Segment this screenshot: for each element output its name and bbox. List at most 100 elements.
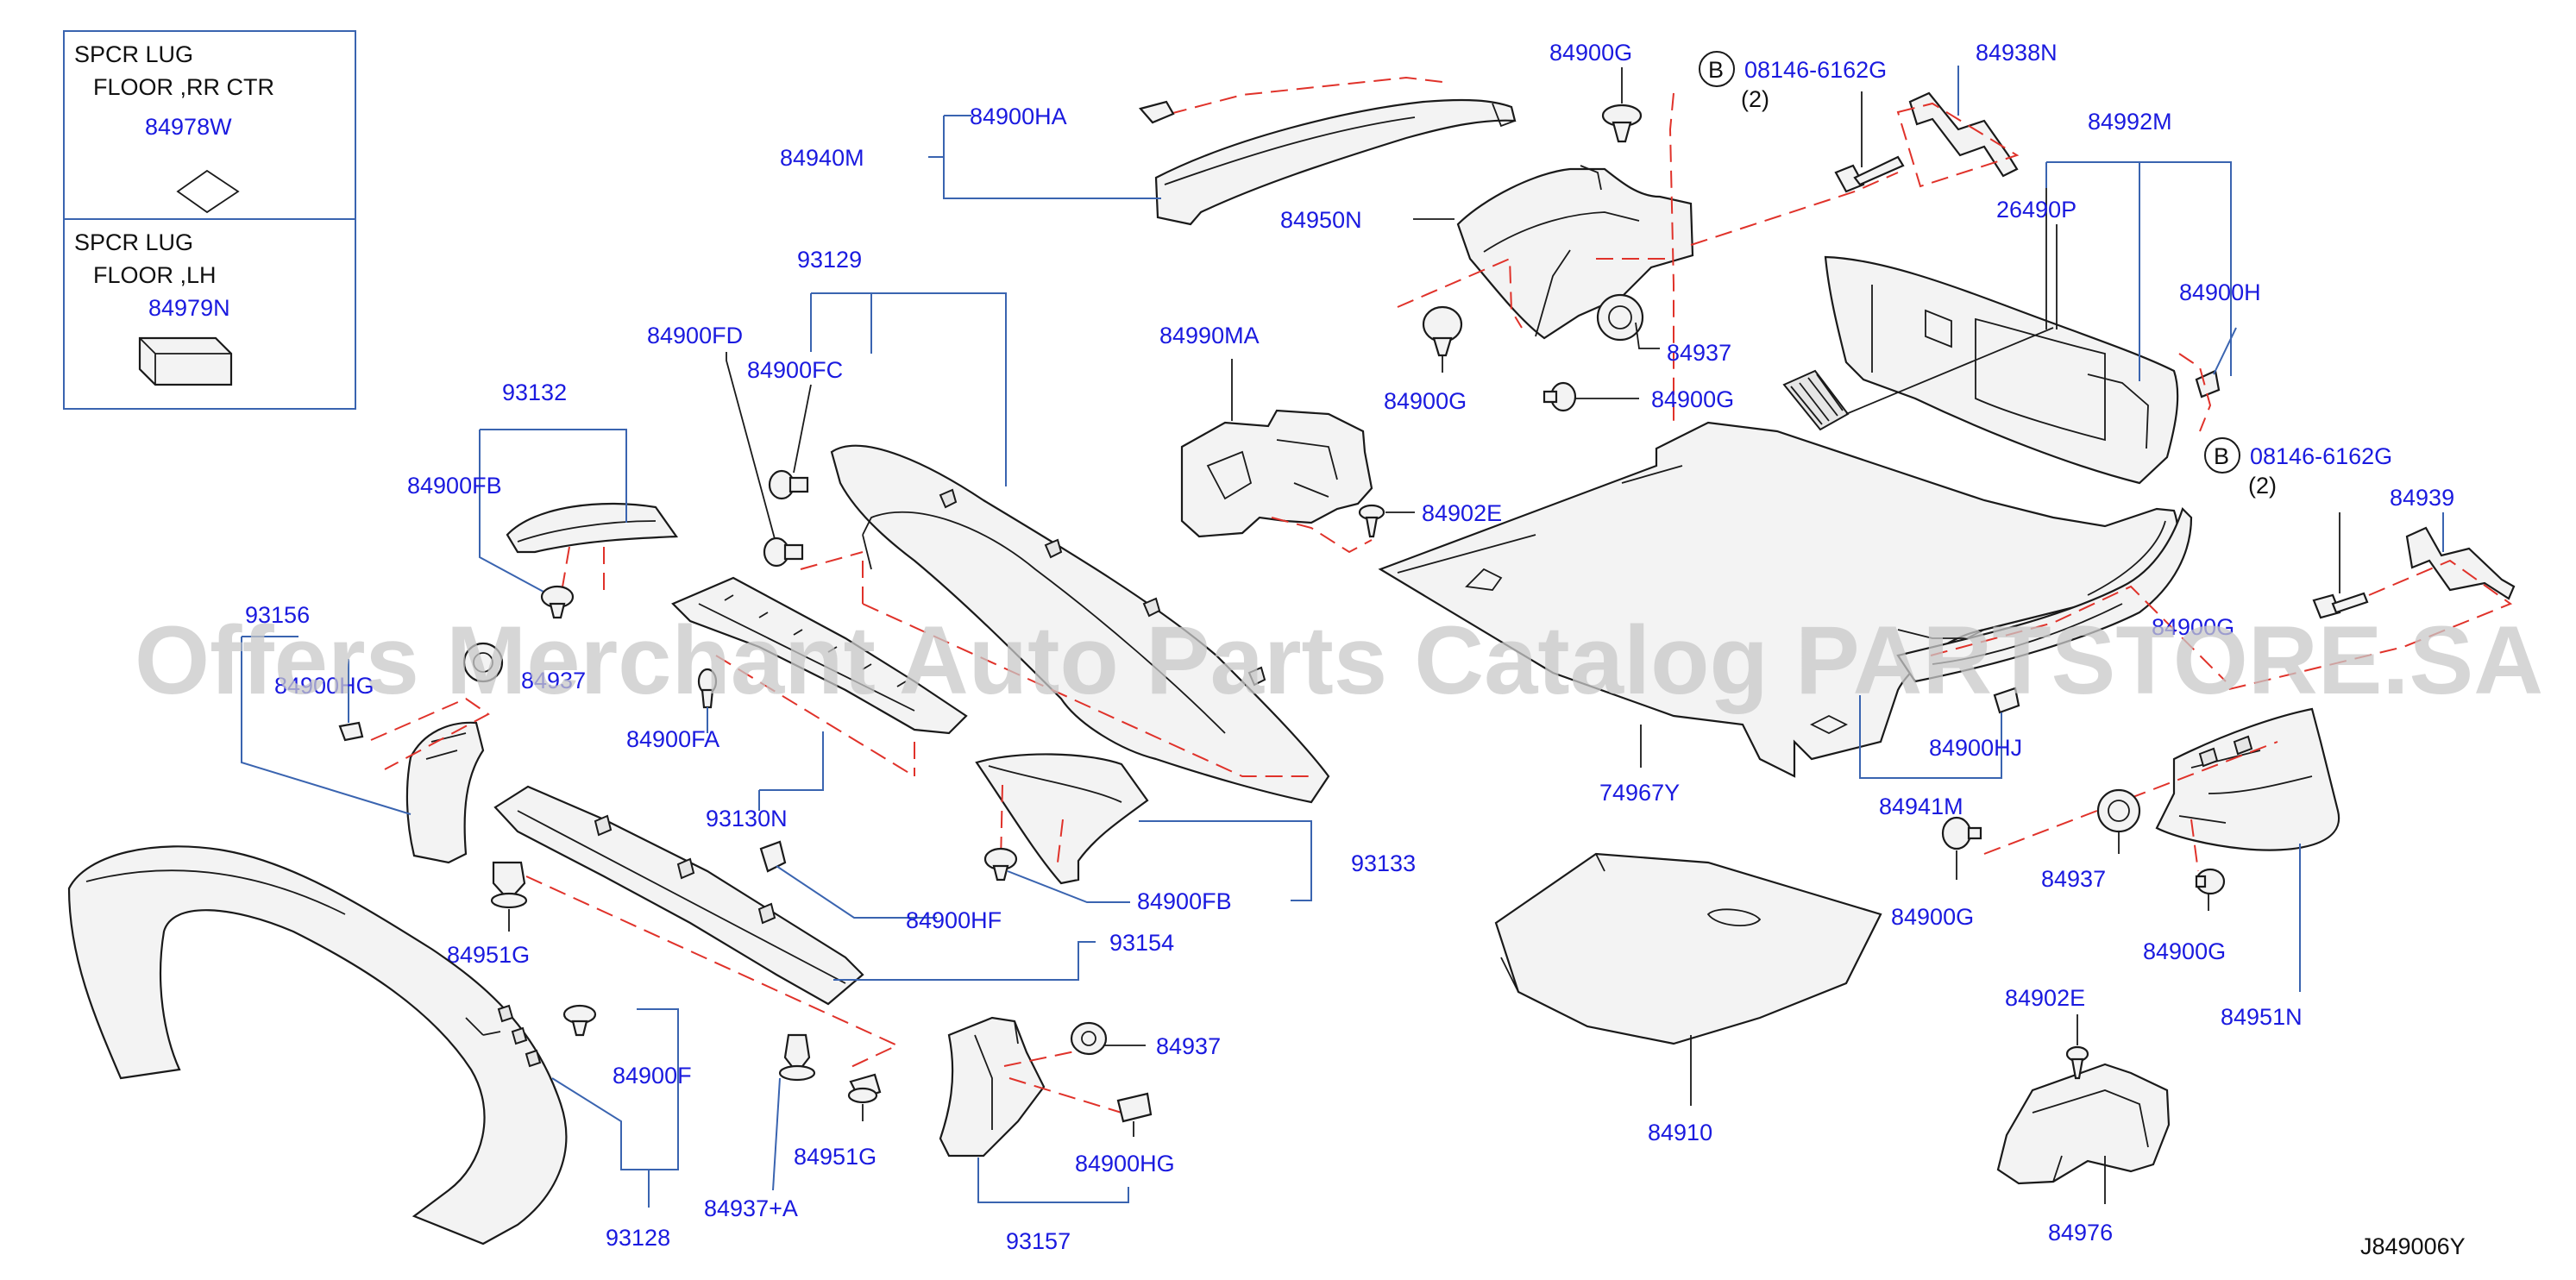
inset-box2-part[interactable]: 84979N [148, 295, 230, 321]
grommet-84937A[interactable] [778, 1033, 816, 1082]
label-84976[interactable]: 84976 [2048, 1220, 2113, 1245]
label-84900FB-right[interactable]: 84900FB [1137, 888, 1232, 914]
finisher-93129[interactable] [830, 444, 1330, 804]
label-93156[interactable]: 93156 [245, 602, 310, 628]
strip-93154[interactable] [493, 785, 864, 1006]
label-84900G-mid[interactable]: 84900G [1651, 386, 1734, 412]
vent-26490P[interactable] [1782, 369, 1850, 431]
grommet-84937-bottom[interactable] [1070, 1021, 1108, 1056]
label-84900FC[interactable]: 84900FC [747, 357, 843, 383]
bracket-84990MA[interactable] [1180, 409, 1373, 538]
clip-84900FD[interactable] [763, 536, 804, 568]
label-08146-right[interactable]: 08146-6162G [2250, 443, 2392, 469]
clip-84951G-left[interactable] [490, 861, 528, 909]
clip-84900G-right1[interactable] [1941, 816, 1982, 850]
label-84900FA[interactable]: 84900FA [626, 726, 719, 752]
bracket-84939[interactable] [2405, 526, 2516, 600]
label-84900H[interactable]: 84900H [2179, 279, 2261, 305]
label-84900G-left[interactable]: 84900G [1384, 388, 1467, 414]
label-84900G-right1[interactable]: 84900G [1891, 904, 1974, 930]
bracket-84976[interactable] [1996, 1063, 2171, 1185]
label-93132[interactable]: 93132 [502, 380, 567, 405]
label-93129[interactable]: 93129 [797, 247, 862, 273]
label-84950N[interactable]: 84950N [1280, 207, 1362, 233]
label-84938N[interactable]: 84938N [1976, 40, 2058, 66]
label-84940M[interactable]: 84940M [780, 145, 864, 171]
grommet-84937-left[interactable] [462, 642, 504, 683]
clip-84900F[interactable] [562, 1004, 597, 1037]
label-84937-bottom[interactable]: 84937 [1156, 1033, 1221, 1059]
label-93133[interactable]: 93133 [1351, 850, 1416, 876]
label-93128[interactable]: 93128 [606, 1225, 670, 1251]
label-84910[interactable]: 84910 [1648, 1120, 1712, 1145]
label-84900HF[interactable]: 84900HF [906, 907, 1002, 933]
label-84900HJ[interactable]: 84900HJ [1929, 735, 2022, 761]
label-93130N[interactable]: 93130N [706, 806, 788, 831]
label-74967Y[interactable]: 74967Y [1599, 780, 1680, 806]
clip-84900G-top[interactable] [1601, 104, 1643, 143]
bolt-top[interactable] [1834, 155, 1905, 193]
label-84937A[interactable]: 84937+A [704, 1195, 798, 1221]
side-trim-84941M[interactable] [1896, 506, 2193, 683]
label-84951G-left[interactable]: 84951G [447, 942, 530, 968]
label-84937-right[interactable]: 84937 [2041, 866, 2106, 892]
clip-84900H[interactable] [2195, 369, 2221, 398]
clip-84900HG-bottom[interactable] [1116, 1092, 1153, 1123]
clip-84900FB-left[interactable] [540, 585, 575, 619]
tray-93130N[interactable] [671, 576, 968, 735]
label-84939[interactable]: 84939 [2390, 485, 2454, 511]
rear-pillar-finisher[interactable] [1154, 98, 1517, 226]
label-84900G-right2[interactable]: 84900G [2143, 938, 2226, 964]
clip-84900G-left[interactable] [1422, 305, 1463, 357]
clip-84902E-top[interactable] [1358, 504, 1385, 538]
grommet-84937-right[interactable] [2096, 788, 2141, 833]
label-84992M[interactable]: 84992M [2088, 109, 2172, 135]
bracket-93156[interactable] [405, 721, 485, 864]
cover-93133[interactable] [975, 753, 1149, 885]
grommet-84937-top[interactable] [1596, 293, 1644, 342]
label-93154[interactable]: 93154 [1109, 930, 1174, 956]
label-08146-top[interactable]: 08146-6162G [1744, 57, 1887, 83]
label-84951G-mid[interactable]: 84951G [794, 1144, 876, 1170]
side-bracket-84950N[interactable] [1456, 165, 1694, 340]
label-84900HA[interactable]: 84900HA [970, 104, 1067, 129]
label-84900G-top[interactable]: 84900G [1549, 40, 1632, 66]
label-84900HG-left[interactable]: 84900HG [274, 673, 374, 699]
clip-84900HG-left[interactable] [338, 721, 364, 742]
arch-finisher-93128[interactable] [67, 845, 568, 1245]
label-84951N[interactable]: 84951N [2221, 1004, 2303, 1030]
label-84900G-hidden[interactable]: 84900G [2152, 614, 2234, 640]
clip-84900HA[interactable] [1139, 100, 1175, 124]
clip-84900HF[interactable] [759, 840, 787, 873]
bolt-right[interactable] [2312, 592, 2369, 619]
bracket-84938N[interactable] [1908, 91, 2019, 178]
inset-box2-line1: SPCR LUG [74, 229, 193, 255]
label-84990MA[interactable]: 84990MA [1159, 323, 1260, 348]
label-84937-top[interactable]: 84937 [1667, 340, 1731, 366]
finisher-93157[interactable] [939, 1016, 1046, 1158]
label-93157[interactable]: 93157 [1006, 1228, 1071, 1254]
label-84937-left[interactable]: 84937 [521, 668, 586, 693]
clip-84900FB-right[interactable] [983, 847, 1018, 882]
label-84900HG-bottom[interactable]: 84900HG [1075, 1151, 1175, 1176]
clip-84951G-mid[interactable] [847, 1073, 882, 1104]
clip-84900FA[interactable] [697, 668, 718, 709]
clip-84900G-right2[interactable] [2195, 868, 2226, 895]
clip-84900G-mid[interactable] [1542, 381, 1577, 412]
label-84900FD[interactable]: 84900FD [647, 323, 743, 348]
label-84902E-top[interactable]: 84902E [1422, 500, 1502, 526]
clip-84900FC[interactable] [768, 469, 809, 500]
label-84900FB-left[interactable]: 84900FB [407, 473, 502, 499]
corner-trim-84951N[interactable] [2155, 707, 2340, 851]
clip-84900HJ[interactable] [1993, 687, 2020, 714]
cover-93132[interactable] [506, 502, 679, 554]
inset-box1-part[interactable]: 84978W [145, 114, 232, 140]
rear-panel-84992M[interactable] [1824, 255, 2179, 485]
label-84902E-bottom[interactable]: 84902E [2005, 985, 2085, 1011]
clip-84902E-bottom[interactable] [2065, 1045, 2089, 1080]
label-26490P[interactable]: 26490P [1996, 197, 2077, 223]
floor-mat-84910[interactable] [1494, 852, 1882, 1045]
label-84900F[interactable]: 84900F [613, 1063, 692, 1089]
label-84941M[interactable]: 84941M [1879, 794, 1963, 819]
floor-board-74967Y[interactable] [1378, 421, 2178, 778]
